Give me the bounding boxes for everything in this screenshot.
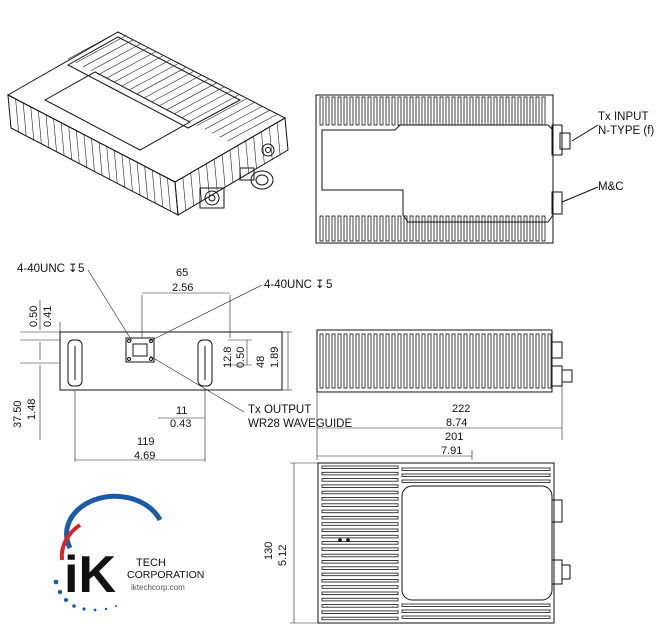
mc-label: M&C [598,181,624,193]
dim-4-69: 4.69 [134,450,155,462]
side-view [316,329,573,393]
dim-48: 48 [255,356,267,368]
dim-7-91: 7.91 [441,445,462,457]
dim-1-89: 1.89 [269,347,281,368]
iso-mc-connector [199,187,225,209]
logo-url: iktechcorp.com [131,583,185,592]
dim-0-50-in: 0.50 [235,347,247,368]
dim-119: 119 [137,436,155,448]
ik-tech-logo: iK TECH CORPORATION iktechcorp.com [53,493,204,612]
tx-output-type-label: WR28 WAVEGUIDE [248,418,352,430]
front-view [59,331,283,391]
side-view-dimension-lines [316,386,563,460]
dim-201: 201 [445,431,463,443]
dim-8-74: 8.74 [446,417,467,429]
thread-right-label: 4-40UNC [264,279,312,291]
dim-2-56: 2.56 [172,282,193,294]
dim-130: 130 [263,542,275,560]
dim-0-41: 0.41 [42,306,54,327]
logo-mark: iK [64,546,116,604]
tx-output-label: Tx OUTPUT [248,404,311,416]
thread-left-depth: 5 [78,263,84,275]
iso-n-connector [239,167,274,190]
dim-222: 222 [452,403,470,415]
dim-11: 11 [176,405,187,417]
thread-right-depth: 5 [326,279,332,291]
depth-symbol-right: ↧ [315,279,325,291]
logo-line2: CORPORATION [127,569,204,581]
logo-line1: TECH [136,557,166,569]
isometric-view [6,31,289,216]
dim-0-43: 0.43 [170,418,191,430]
dim-5-12: 5.12 [277,545,289,566]
front-view-dimension-lines [20,269,292,462]
top-view [315,94,599,244]
dim-1-48: 1.48 [26,399,38,420]
dim-37-50: 37.50 [12,400,24,428]
dim-0-50-mm: 0.50 [28,306,40,327]
depth-symbol-left: ↧ [68,263,78,275]
dim-12-8: 12.8 [222,347,234,368]
tx-input-type-label: N-TYPE (f) [598,125,654,137]
dim-65: 65 [176,267,188,279]
iso-small-connector [261,143,275,157]
bottom-view [317,462,571,624]
bottom-view-dimension-lines [290,462,318,624]
thread-left-label: 4-40UNC [17,263,65,275]
tx-input-label: Tx INPUT [598,111,648,123]
